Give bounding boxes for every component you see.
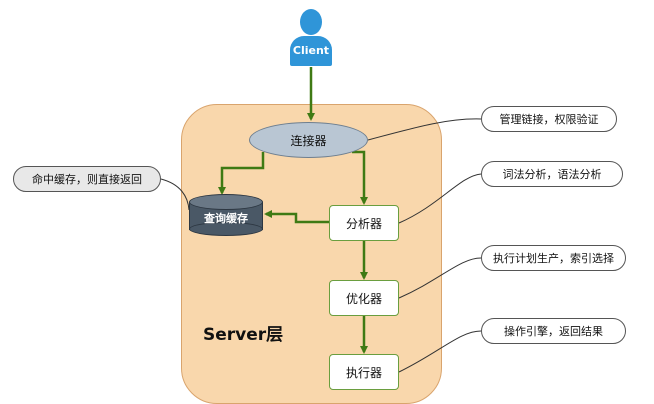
leader-connector	[367, 118, 482, 141]
callout-optimizer: 执行计划生产，索引选择	[481, 245, 626, 271]
query-cache-label: 查询缓存	[204, 212, 248, 225]
analyzer-node: 分析器	[329, 205, 399, 241]
callout-analyzer: 词法分析，语法分析	[481, 161, 623, 187]
executor-node: 执行器	[329, 354, 399, 390]
server-layer-label: Server层	[203, 325, 284, 345]
arrow-analyzer-to-cache	[264, 210, 329, 224]
leader-analyzer	[398, 173, 482, 224]
callout-executor: 操作引擎，返回结果	[481, 318, 626, 344]
callout-query-cache: 命中缓存，则直接返回	[13, 166, 161, 192]
leader-optimizer	[398, 257, 482, 299]
client-person-icon-head	[300, 9, 322, 35]
cache-cylinder-bottom	[189, 222, 263, 236]
leader-cache	[160, 178, 190, 211]
client-person-icon	[290, 36, 332, 66]
callout-connector: 管理链接，权限验证	[481, 106, 617, 132]
client-label: Client	[292, 44, 330, 57]
arrow-connector-to-cache	[218, 152, 265, 195]
arrow-connector-to-analyzer	[352, 150, 368, 205]
connector-node: 连接器	[249, 122, 368, 158]
optimizer-node: 优化器	[329, 280, 399, 316]
query-cache-node: 查询缓存	[189, 194, 263, 236]
cache-cylinder-top	[189, 194, 263, 210]
leader-executor	[398, 330, 482, 373]
